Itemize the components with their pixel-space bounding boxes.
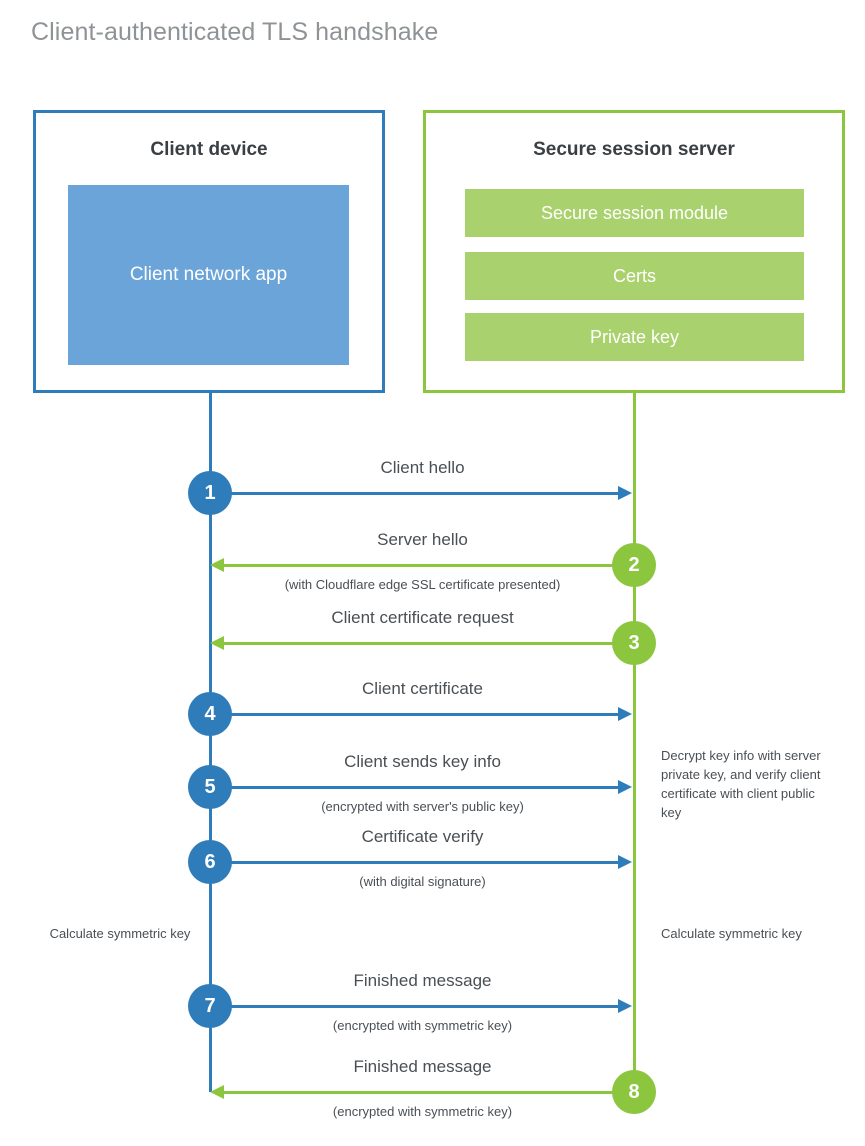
arrow-shaft	[210, 861, 618, 864]
message-label: Finished message	[353, 971, 492, 990]
step-marker-3: 3	[612, 621, 656, 665]
server-component-label: Private key	[589, 326, 680, 347]
page-title: Client-authenticated TLS handshake	[31, 18, 439, 46]
message-sublabel: (with Cloudflare edge SSL certificate pr…	[284, 577, 561, 592]
step-number: 6	[204, 850, 216, 873]
step-marker-1: 1	[188, 471, 232, 515]
client-lifeline	[209, 393, 212, 1092]
arrow-head-right-icon	[618, 999, 632, 1013]
message-label: Client sends key info	[344, 752, 501, 771]
message-label: Server hello	[377, 530, 468, 549]
arrow-head-right-icon	[618, 486, 632, 500]
step-marker-6: 6	[188, 840, 232, 884]
secure-session-server-title: Secure session server	[533, 139, 735, 160]
arrow-shaft	[210, 492, 618, 495]
message-sublabel: (encrypted with symmetric key)	[332, 1018, 513, 1033]
server-component-certs: Certs	[465, 252, 804, 300]
step-number: 7	[204, 994, 216, 1017]
step-marker-4: 4	[188, 692, 232, 736]
step-number: 8	[628, 1080, 640, 1103]
arrow-shaft	[210, 1005, 618, 1008]
message-label: Certificate verify	[361, 827, 484, 846]
step-number: 4	[204, 702, 216, 725]
step-marker-2: 2	[612, 543, 656, 587]
note-server-decrypt-key-info: Decrypt key info with server private key…	[661, 748, 821, 820]
server-component-secure-session-module: Secure session module	[465, 189, 804, 237]
note-server-calculate-symmetric-key: Calculate symmetric key	[661, 926, 802, 941]
arrow-shaft	[224, 642, 634, 645]
server-lifeline	[633, 393, 636, 1092]
client-network-app-block: Client network app	[68, 185, 349, 365]
step-number: 2	[628, 553, 640, 576]
client-network-app-label: Client network app	[129, 264, 288, 285]
step-marker-7: 7	[188, 984, 232, 1028]
arrow-shaft	[224, 1091, 634, 1094]
step-marker-5: 5	[188, 765, 232, 809]
server-component-label: Certs	[612, 265, 656, 286]
step-number: 5	[204, 775, 216, 798]
server-component-label: Secure session module	[540, 202, 729, 223]
arrow-head-right-icon	[618, 707, 632, 721]
arrow-shaft	[210, 713, 618, 716]
note-client-calculate-symmetric-key: Calculate symmetric key	[49, 926, 191, 941]
message-sublabel: (encrypted with symmetric key)	[332, 1104, 513, 1119]
client-device-box: Client device Client network app	[33, 110, 385, 393]
arrow-shaft	[224, 564, 634, 567]
client-device-title: Client device	[150, 139, 268, 160]
arrow-head-right-icon	[618, 780, 632, 794]
arrow-head-right-icon	[618, 855, 632, 869]
step-number: 1	[204, 481, 216, 504]
secure-session-server-box: Secure session server Secure session mod…	[423, 110, 845, 393]
step-marker-8: 8	[612, 1070, 656, 1114]
message-label: Finished message	[353, 1057, 492, 1076]
arrow-head-left-icon	[210, 558, 224, 572]
server-component-private-key: Private key	[465, 313, 804, 361]
arrow-head-left-icon	[210, 1085, 224, 1099]
message-label: Client certificate	[362, 679, 483, 698]
message-label: Client hello	[380, 458, 465, 477]
message-sublabel: (encrypted with server's public key)	[321, 799, 524, 814]
message-sublabel: (with digital signature)	[359, 874, 486, 889]
arrow-head-left-icon	[210, 636, 224, 650]
message-label: Client certificate request	[331, 608, 514, 627]
arrow-shaft	[210, 786, 618, 789]
step-number: 3	[628, 631, 640, 654]
